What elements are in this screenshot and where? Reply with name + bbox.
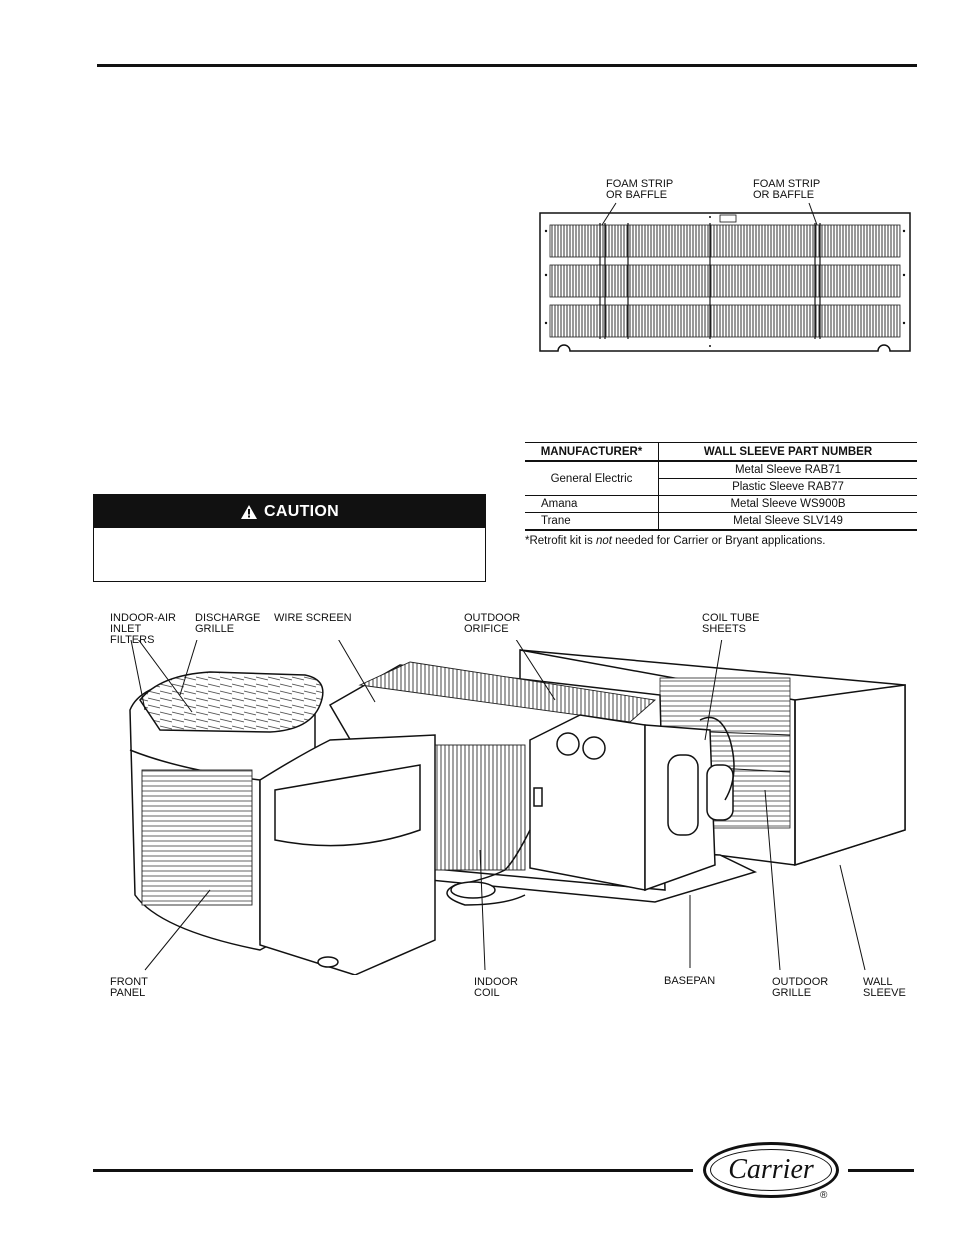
part-number-cell: Metal Sleeve RAB71 xyxy=(658,461,917,479)
table-row: Trane Metal Sleeve SLV149 xyxy=(525,512,917,531)
caution-header: CAUTION xyxy=(94,495,485,528)
wall-sleeve-table: MANUFACTURER* WALL SLEEVE PART NUMBER Ge… xyxy=(525,442,917,531)
label-front-panel: FRONT PANEL xyxy=(110,976,148,999)
table-header-manufacturer: MANUFACTURER* xyxy=(525,442,659,462)
foam-strip-label-left: FOAM STRIP OR BAFFLE xyxy=(606,178,674,201)
header-rule xyxy=(97,64,917,67)
carrier-logo-text: Carrier xyxy=(728,1154,814,1185)
label-wire-screen: WIRE SCREEN xyxy=(274,612,352,624)
part-number-cell: Metal Sleeve WS900B xyxy=(658,495,917,513)
manufacturer-cell: Trane xyxy=(525,512,659,531)
caution-title: CAUTION xyxy=(264,502,339,520)
table-header-part-number: WALL SLEEVE PART NUMBER xyxy=(658,442,917,462)
table-row: Plastic Sleeve RAB77 xyxy=(525,478,917,496)
label-outdoor-grille: OUTDOOR GRILLE xyxy=(772,976,829,999)
outdoor-grille-diagram xyxy=(539,202,911,352)
label-coil-tube-sheets: COIL TUBE SHEETS xyxy=(702,612,760,635)
label-indoor-air-inlet-filters: INDOOR-AIR INLET FILTERS xyxy=(110,612,176,646)
footer-rule-right xyxy=(848,1169,914,1172)
manufacturer-cell: General Electric xyxy=(525,461,659,496)
table-row: General Electric Metal Sleeve RAB71 xyxy=(525,461,917,496)
registered-mark: ® xyxy=(820,1190,828,1201)
manufacturer-cell: Amana xyxy=(525,495,659,513)
table-row: Amana Metal Sleeve WS900B xyxy=(525,495,917,513)
part-number-cell: Metal Sleeve SLV149 xyxy=(658,512,917,531)
foam-strip-label-right: FOAM STRIP OR BAFFLE xyxy=(753,178,821,201)
front-panel xyxy=(129,671,436,975)
carrier-logo: Carrier xyxy=(703,1142,839,1198)
caution-box: CAUTION xyxy=(93,494,486,582)
table-footnote: *Retrofit kit is not needed for Carrier … xyxy=(525,535,826,547)
label-indoor-coil: INDOOR COIL xyxy=(474,976,518,999)
warning-triangle-icon xyxy=(241,504,257,519)
footer-rule-left xyxy=(93,1169,693,1172)
label-outdoor-orifice: OUTDOOR ORIFICE xyxy=(464,612,521,635)
label-wall-sleeve: WALL SLEEVE xyxy=(863,976,906,999)
part-number-cell: Plastic Sleeve RAB77 xyxy=(658,478,917,496)
ptac-exploded-diagram xyxy=(129,640,906,975)
label-discharge-grille: DISCHARGE GRILLE xyxy=(195,612,261,635)
label-basepan: BASEPAN xyxy=(664,975,716,987)
